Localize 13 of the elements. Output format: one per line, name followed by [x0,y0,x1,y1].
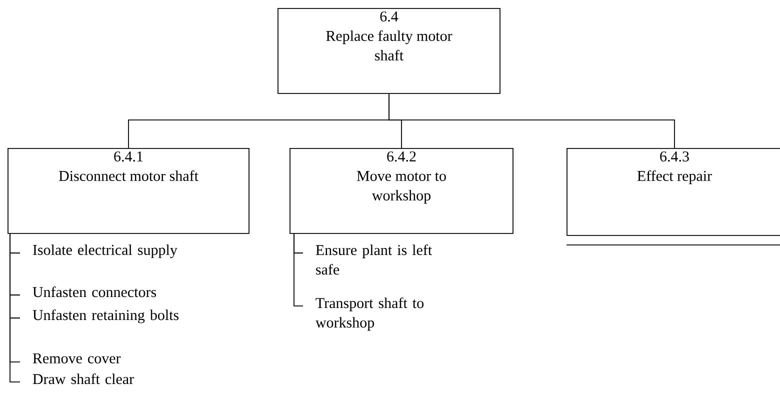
subtask-text: Ensure plant is left safe [316,244,432,275]
task-box: 6.4.1 Disconnect motor shaft [8,148,250,234]
subtask-text: Draw shaft clear [32,373,134,384]
task-box: 6.4.2 Move motor to workshop [290,148,514,234]
subtask-text: Unfasten connectors [32,286,156,298]
subtask-text: Unfasten retaining bolts [32,309,179,324]
task-box: 6.4 Replace faulty motor shaft [278,8,500,94]
connector-line [294,233,304,306]
subtask-text: Transport shaft to workshop [315,297,424,331]
task-box: 6.4.3 Effect repair [566,148,780,236]
subtask-text: Isolate electrical supply [33,244,178,258]
connector-line [388,93,675,148]
subtask-text: Remove cover [32,353,121,364]
